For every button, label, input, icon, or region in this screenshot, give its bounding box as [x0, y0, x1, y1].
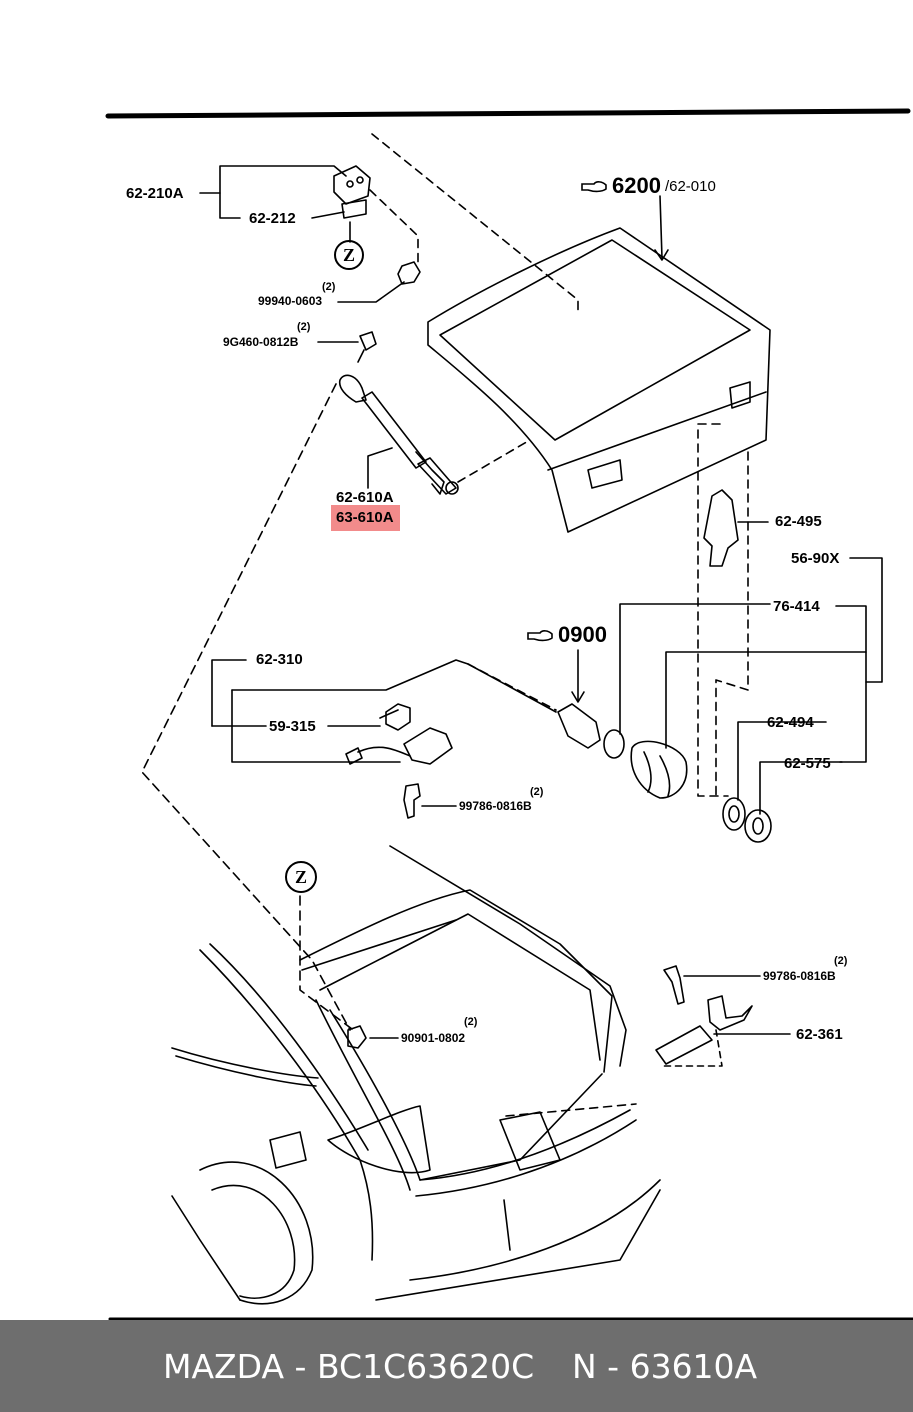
bolt-99786-b [663, 965, 685, 1005]
qty-9G460: (2) [297, 321, 311, 333]
pointing-hand-icon [527, 630, 553, 642]
qty-99940: (2) [322, 281, 336, 293]
ref-0900-number: 0900 [558, 622, 607, 647]
callout-62-210A [199, 165, 347, 194]
part-label-90901-0802: 90901-0802 [401, 1031, 466, 1045]
part-label-62-310: 62-310 [256, 651, 303, 668]
part-label-59-315: 59-315 [269, 718, 316, 735]
z-marker-bottom-letter: Z [294, 866, 307, 887]
part-label-62-494: 62-494 [767, 714, 814, 731]
part-label-99786-0816B-b: 99786-0816B [763, 969, 836, 983]
part-label-56-90X: 56-90X [791, 550, 840, 567]
part-label-62-575: 62-575 [784, 755, 831, 772]
bolt-9G460 [357, 331, 377, 363]
gas-strut [338, 374, 459, 495]
part-label-62-361: 62-361 [796, 1026, 843, 1043]
nut-99940 [397, 261, 421, 285]
bolt-99786-a [403, 783, 421, 819]
nut-90901 [347, 1025, 367, 1049]
qty-90901: (2) [464, 1016, 478, 1028]
lock-cylinder-76-414 [630, 740, 688, 799]
footer-oem-number: N - 63610A [572, 1346, 758, 1386]
part-label-9G460-0812B: 9G460-0812B [223, 335, 299, 349]
hinge-assembly [333, 165, 371, 219]
ref-6200-note: /62-010 [664, 177, 716, 195]
qty-99786-a: (2) [530, 786, 544, 798]
key-cylinder [557, 703, 601, 749]
z-marker-bottom: Z [285, 861, 317, 893]
part-label-99940-0603: 99940-0603 [258, 294, 323, 308]
striker-62-495 [703, 489, 739, 567]
qty-99786-b: (2) [834, 955, 848, 967]
footer-part-number: MAZDA - BC1C63620C [163, 1346, 535, 1386]
z-marker-top: Z [334, 240, 364, 270]
part-label-62-212: 62-212 [249, 210, 296, 227]
top-rule [105, 108, 911, 119]
ref-6200-number: 6200 [612, 173, 661, 198]
part-label-76-414: 76-414 [773, 598, 820, 615]
part-label-62-495: 62-495 [775, 513, 822, 530]
latch-59-315 [385, 703, 411, 731]
car-body [171, 845, 661, 1305]
pointing-hand-icon [581, 181, 607, 193]
part-label-62-210A: 62-210A [126, 185, 184, 202]
footer-bar: MAZDA - BC1C63620C N - 63610A [0, 1320, 913, 1412]
ref-0900[interactable]: 0900 [526, 624, 607, 646]
callout-62-610A [367, 447, 393, 489]
part-label-99786-0816B-a: 99786-0816B [459, 799, 532, 813]
latch-body [403, 727, 453, 765]
bracket-62-361 [707, 995, 753, 1031]
z-marker-top-letter: Z [342, 244, 355, 265]
part-label-63-610A-highlighted[interactable]: 63-610A [331, 505, 400, 531]
ref-6200[interactable]: 6200 /62-010 [580, 175, 716, 197]
part-label-62-610A: 62-610A [336, 489, 394, 506]
trunk-lid [427, 195, 771, 533]
parts-diagram [105, 108, 913, 1320]
